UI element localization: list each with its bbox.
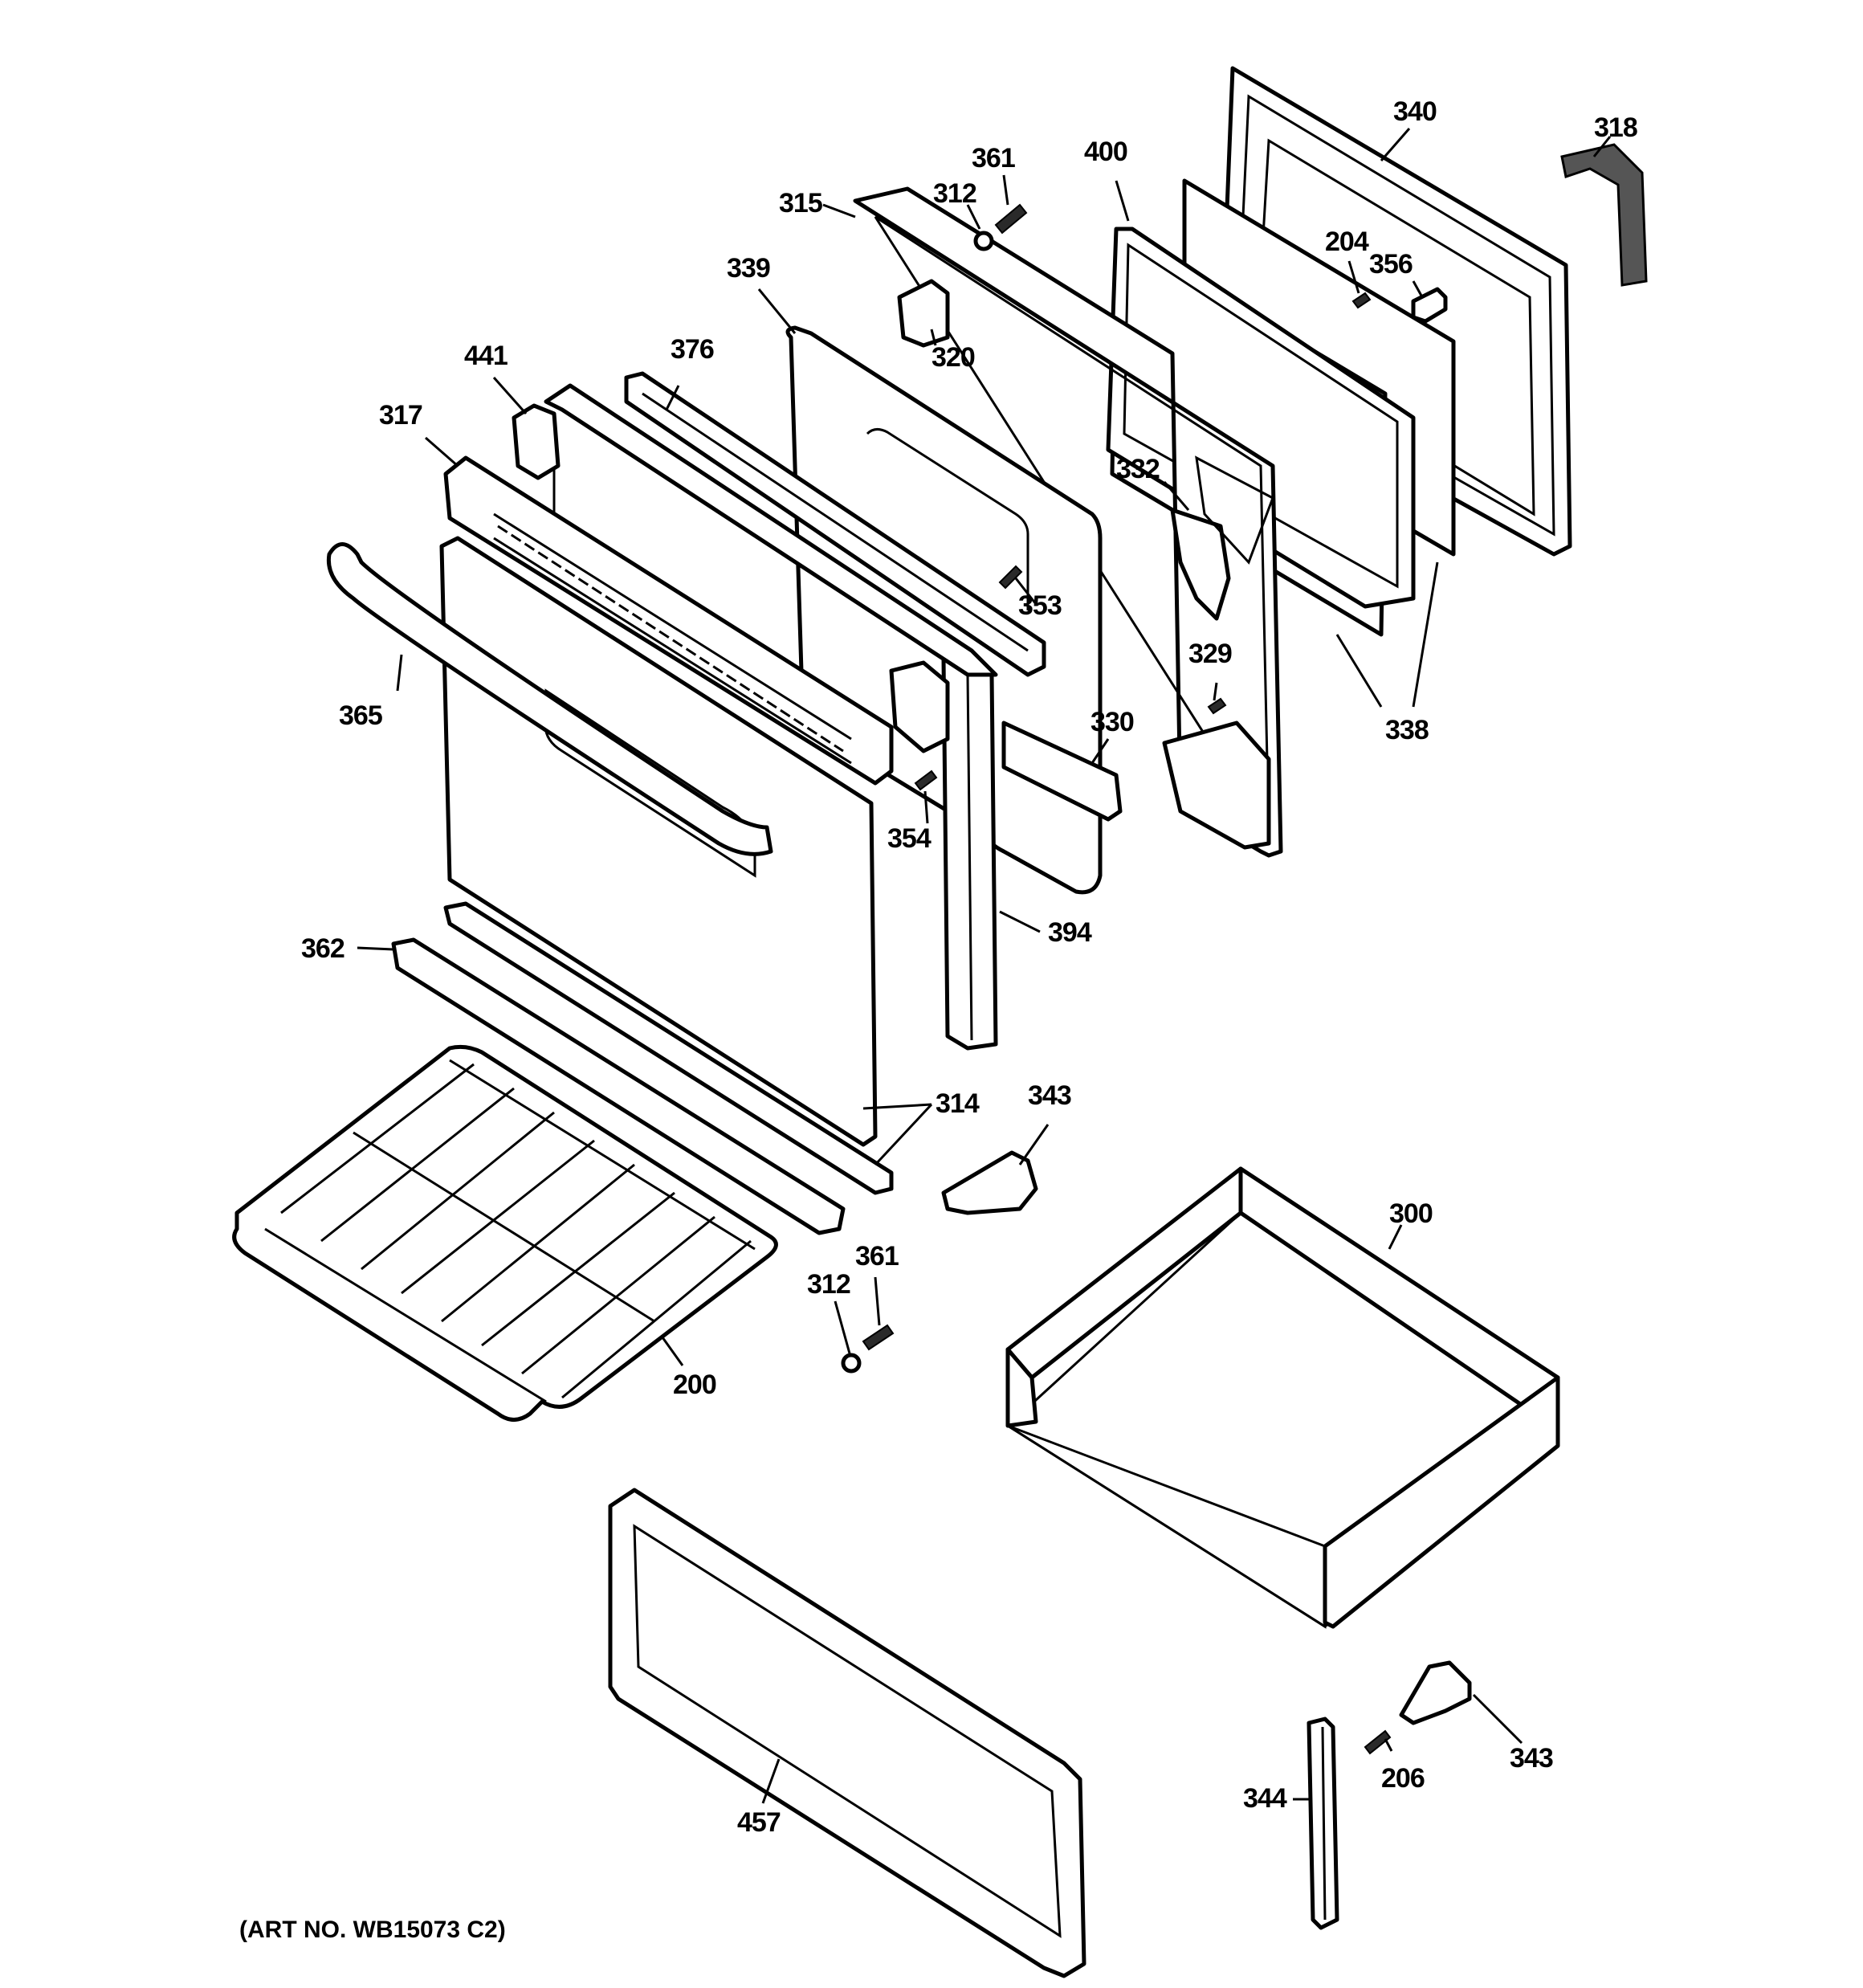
door-gasket-drawing	[1560, 143, 1648, 287]
label-206: 206	[1381, 1763, 1425, 1794]
label-356: 356	[1369, 249, 1413, 280]
label-361-bottom: 361	[855, 1241, 899, 1272]
hinge-left-drawing	[512, 403, 561, 480]
label-314: 314	[936, 1088, 980, 1119]
label-340: 340	[1393, 96, 1437, 127]
lower-bracket-drawing	[1162, 720, 1271, 850]
leader-lines	[357, 128, 1612, 1804]
label-343-upper: 343	[1028, 1080, 1071, 1111]
label-354: 354	[887, 823, 932, 854]
bottom-vent-trim-drawing	[391, 937, 846, 1235]
label-353: 353	[1018, 590, 1062, 621]
label-300: 300	[1389, 1198, 1433, 1229]
drawer-slide-drawing	[1307, 1717, 1339, 1930]
label-339: 339	[727, 253, 770, 284]
label-361-top: 361	[972, 143, 1015, 173]
label-312-bottom: 312	[807, 1269, 850, 1300]
label-441: 441	[464, 341, 508, 371]
label-200: 200	[673, 1370, 716, 1400]
fasteners-top-drawing	[973, 203, 1028, 251]
vent-slots	[497, 525, 844, 753]
vent-trim-drawing	[624, 371, 1046, 677]
art-number: (ART NO. WB15073 C2)	[239, 1917, 506, 1943]
door-handle-drawing	[326, 542, 773, 856]
rack-wires	[264, 1059, 756, 1403]
glass-support-drawing	[1170, 455, 1274, 621]
label-317: 317	[379, 400, 422, 431]
label-343-lower: 343	[1510, 1743, 1553, 1774]
side-trim-drawing	[941, 656, 998, 1051]
label-332: 332	[1116, 454, 1160, 484]
door-bottom-trim-drawing	[443, 901, 894, 1195]
label-312-top: 312	[933, 178, 976, 209]
label-400: 400	[1084, 137, 1127, 167]
heat-shield-drawing	[1001, 720, 1123, 822]
drawer-rail-lower-drawing	[1399, 1660, 1472, 1725]
drawer-rail-upper-drawing	[941, 1150, 1038, 1215]
small-screws-drawing	[914, 292, 1392, 1755]
fasteners-bottom-drawing	[841, 1324, 895, 1374]
oven-rack-drawing	[232, 1044, 778, 1422]
label-338: 338	[1385, 715, 1429, 745]
label-315: 315	[779, 188, 822, 218]
label-394: 394	[1048, 917, 1092, 948]
label-318: 318	[1594, 112, 1637, 143]
label-457: 457	[737, 1807, 781, 1838]
label-329: 329	[1188, 639, 1232, 669]
label-362: 362	[301, 933, 344, 964]
door-top-trim-drawing	[443, 455, 894, 786]
drawer-front-panel-drawing	[608, 1488, 1086, 1978]
storage-drawer-drawing	[1005, 1166, 1560, 1629]
clip-drawing	[1411, 287, 1448, 324]
label-320: 320	[932, 342, 975, 373]
label-344: 344	[1243, 1783, 1287, 1814]
hinge-right-drawing	[889, 660, 950, 753]
hinge-bracket-drawing	[897, 279, 950, 348]
label-365: 365	[339, 700, 382, 731]
label-376: 376	[671, 334, 714, 365]
label-330: 330	[1090, 707, 1134, 737]
label-204: 204	[1325, 227, 1369, 257]
